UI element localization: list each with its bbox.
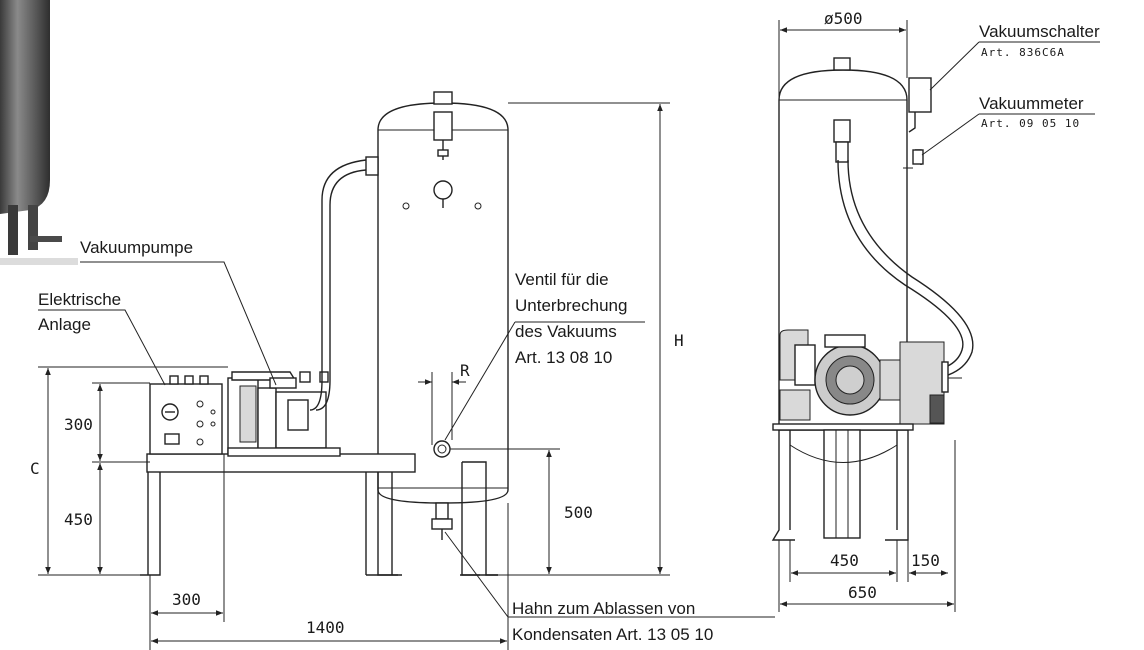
dim-h: H [674, 331, 684, 350]
label-vakuumschalter: Vakuumschalter [979, 22, 1100, 41]
front-dimensions [38, 102, 670, 650]
front-tank-legs [366, 461, 498, 576]
label-vakuummeter: Vakuummeter [979, 94, 1084, 113]
dim-1400: 1400 [306, 618, 345, 637]
label-vakuumschalter-art: Art. 836C6A [981, 46, 1065, 59]
label-hahn-line2: Kondensaten Art. 13 05 10 [512, 625, 713, 644]
label-vakuummeter-art: Art. 09 05 10 [981, 117, 1080, 130]
dim-c: C [30, 459, 40, 478]
label-vakuumpumpe: Vakuumpumpe [80, 238, 193, 257]
side-hose [837, 159, 974, 381]
dim-450-side: 450 [830, 551, 859, 570]
dim-650: 650 [848, 583, 877, 602]
label-elektrische-anlage-line2: Anlage [38, 315, 91, 334]
dim-r: R [460, 361, 470, 380]
dim-phi500: ø500 [824, 9, 863, 28]
front-leaders [38, 261, 775, 618]
tank-photo-fragment [0, 0, 78, 265]
dim-500: 500 [564, 503, 593, 522]
side-dimensions [778, 20, 956, 612]
side-leaders [921, 41, 1100, 156]
front-tank [365, 91, 509, 540]
vacuum-pump [227, 371, 341, 457]
dim-300-left: 300 [64, 415, 93, 434]
side-tank [778, 57, 932, 431]
side-pump [779, 329, 962, 425]
side-stand [771, 423, 914, 541]
label-ventil-line2: Unterbrechung [515, 296, 627, 315]
label-elektrische-anlage-line1: Elektrische [38, 290, 121, 309]
label-ventil-line4: Art. 13 08 10 [515, 348, 612, 367]
dim-300-bottom: 300 [172, 590, 201, 609]
front-table [140, 453, 416, 576]
dim-450-left: 450 [64, 510, 93, 529]
electric-cabinet [149, 375, 223, 455]
label-hahn-line1: Hahn zum Ablassen von [512, 599, 695, 618]
label-ventil-line1: Ventil für die [515, 270, 609, 289]
label-ventil-line3: des Vakuums [515, 322, 617, 341]
dim-150: 150 [911, 551, 940, 570]
front-hose [309, 159, 367, 411]
